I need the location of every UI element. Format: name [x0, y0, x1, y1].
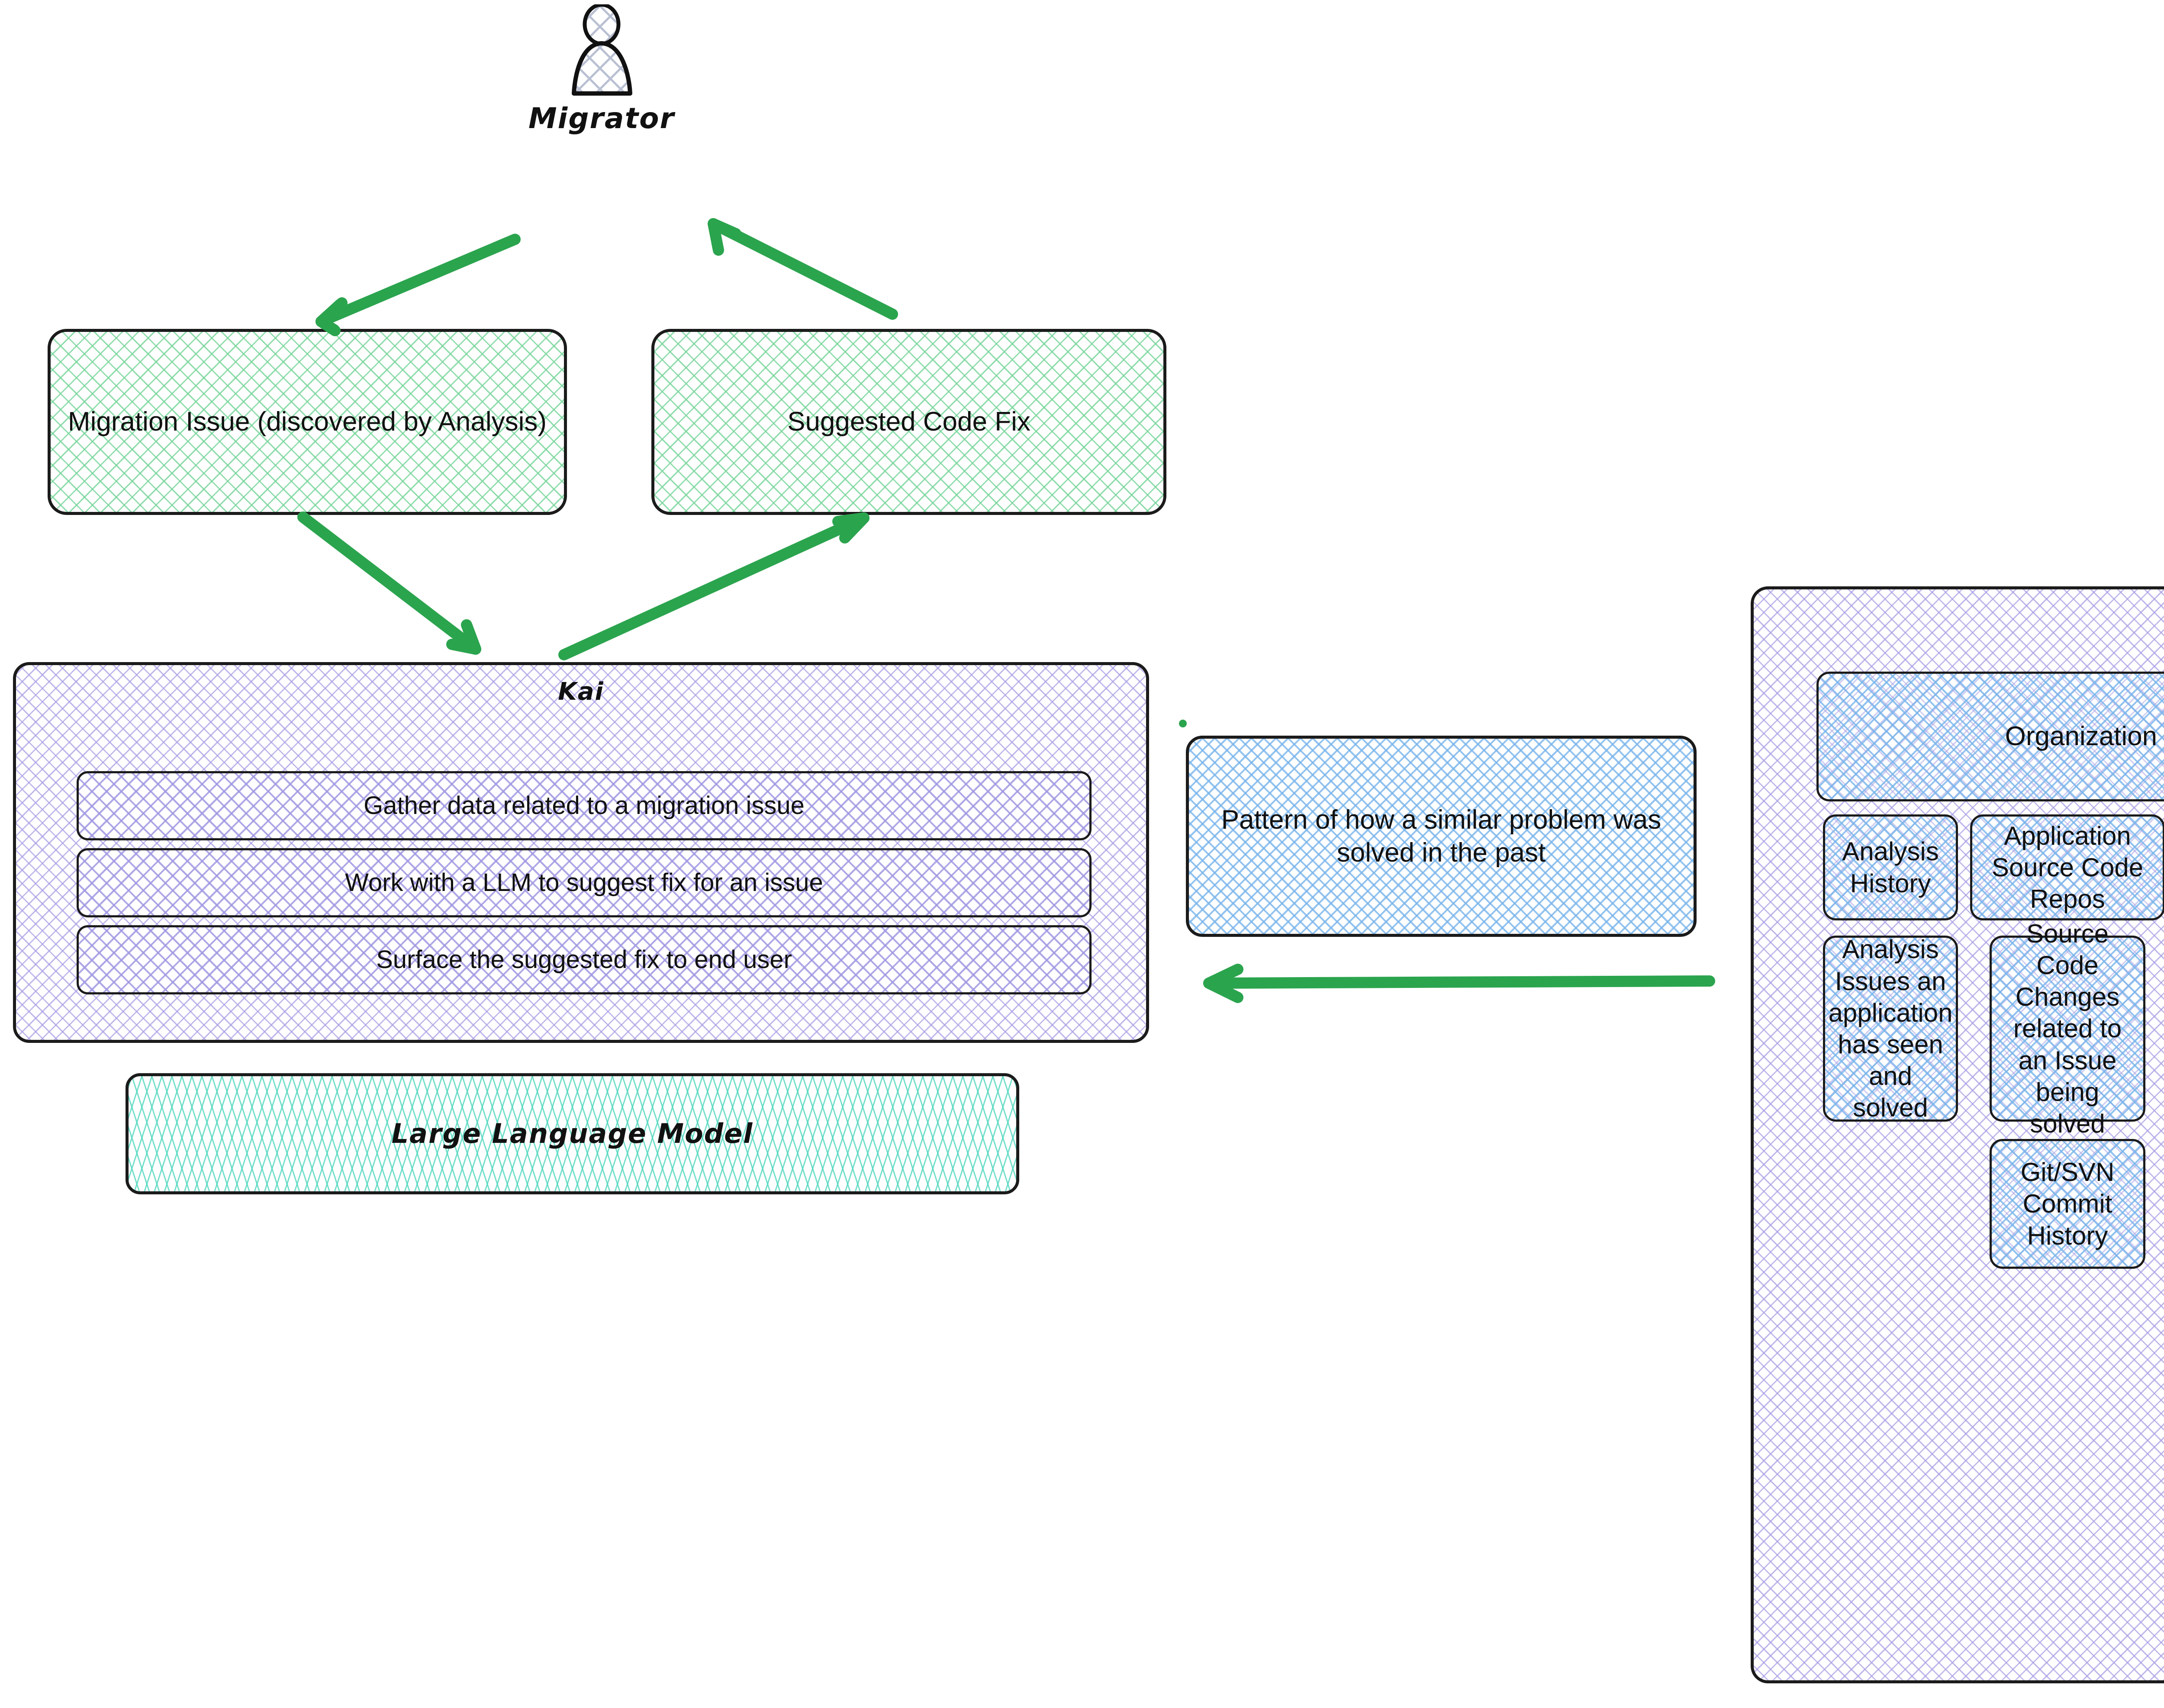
kai-item-0[interactable]: Gather data related to a migration issue	[77, 771, 1092, 840]
konveyor-card-commit-history[interactable]: Git/SVN Commit History	[1990, 1139, 2145, 1269]
konveyor-card-label: Analysis Issues an application has seen …	[1828, 935, 1953, 1123]
kai-title: Kai	[558, 678, 604, 706]
konveyor-card-label: Source Code Changes related to an Issue …	[2013, 919, 2122, 1138]
large-language-model-box[interactable]: Large Language Model	[126, 1073, 1019, 1194]
kai-item-label: Surface the suggested fix to end user	[376, 945, 792, 974]
migrator-actor	[558, 3, 645, 108]
konveyor-card-label: Application Source Code Repos	[1991, 821, 2144, 914]
kai-panel[interactable]: Kai Gather data related to a migration i…	[13, 662, 1149, 1043]
pattern-note-label: Pattern of how a similar problem was sol…	[1221, 804, 1662, 868]
kai-item-1[interactable]: Work with a LLM to suggest fix for an is…	[77, 848, 1092, 917]
konveyor-card-label: Analysis History	[1842, 837, 1939, 898]
suggested-code-fix-label: Suggested Code Fix	[787, 407, 1030, 437]
konveyor-panel[interactable]: Konveyor Organization Wide View Of Appli…	[1751, 586, 2164, 1683]
actor-head-icon	[583, 3, 621, 46]
migration-issue-box[interactable]: Migration Issue (discovered by Analysis)	[48, 329, 567, 515]
large-language-model-label: Large Language Model	[391, 1118, 754, 1150]
konveyor-card-label: Git/SVN Commit History	[2020, 1158, 2115, 1250]
kai-item-2[interactable]: Surface the suggested fix to end user	[77, 925, 1092, 994]
migration-issue-label: Migration Issue (discovered by Analysis)	[68, 407, 547, 437]
edge-suggested-fix-to-migrator	[708, 218, 898, 320]
konveyor-banner-box[interactable]: Organization Wide View Of Applications a…	[1816, 672, 2164, 801]
migrator-label: Migrator	[528, 102, 675, 135]
actor-body-icon	[572, 41, 632, 96]
konveyor-card-source-code-changes[interactable]: Source Code Changes related to an Issue …	[1990, 919, 2145, 1138]
edge-migration-issue-to-kai	[297, 511, 481, 655]
edge-migrator-to-migration-issue	[316, 234, 521, 336]
suggested-code-fix-box[interactable]: Suggested Code Fix	[651, 329, 1166, 515]
konveyor-banner-label: Organization Wide View Of Applications a…	[2005, 721, 2164, 752]
konveyor-card-analysis-history[interactable]: Analysis History	[1823, 814, 1958, 920]
pattern-note-box[interactable]: Pattern of how a similar problem was sol…	[1186, 736, 1697, 937]
konveyor-card-app-source-repos[interactable]: Application Source Code Repos	[1970, 814, 2164, 920]
edge-konveyor-to-kai	[1203, 964, 1715, 1003]
konveyor-title: Konveyor	[1754, 603, 2164, 635]
konveyor-card-analysis-issues[interactable]: Analysis Issues an application has seen …	[1823, 935, 1958, 1123]
kai-item-label: Work with a LLM to suggest fix for an is…	[345, 868, 823, 897]
kai-item-label: Gather data related to a migration issue	[364, 791, 805, 820]
stray-dot	[1179, 720, 1187, 727]
edge-kai-to-suggested-fix	[558, 512, 869, 660]
